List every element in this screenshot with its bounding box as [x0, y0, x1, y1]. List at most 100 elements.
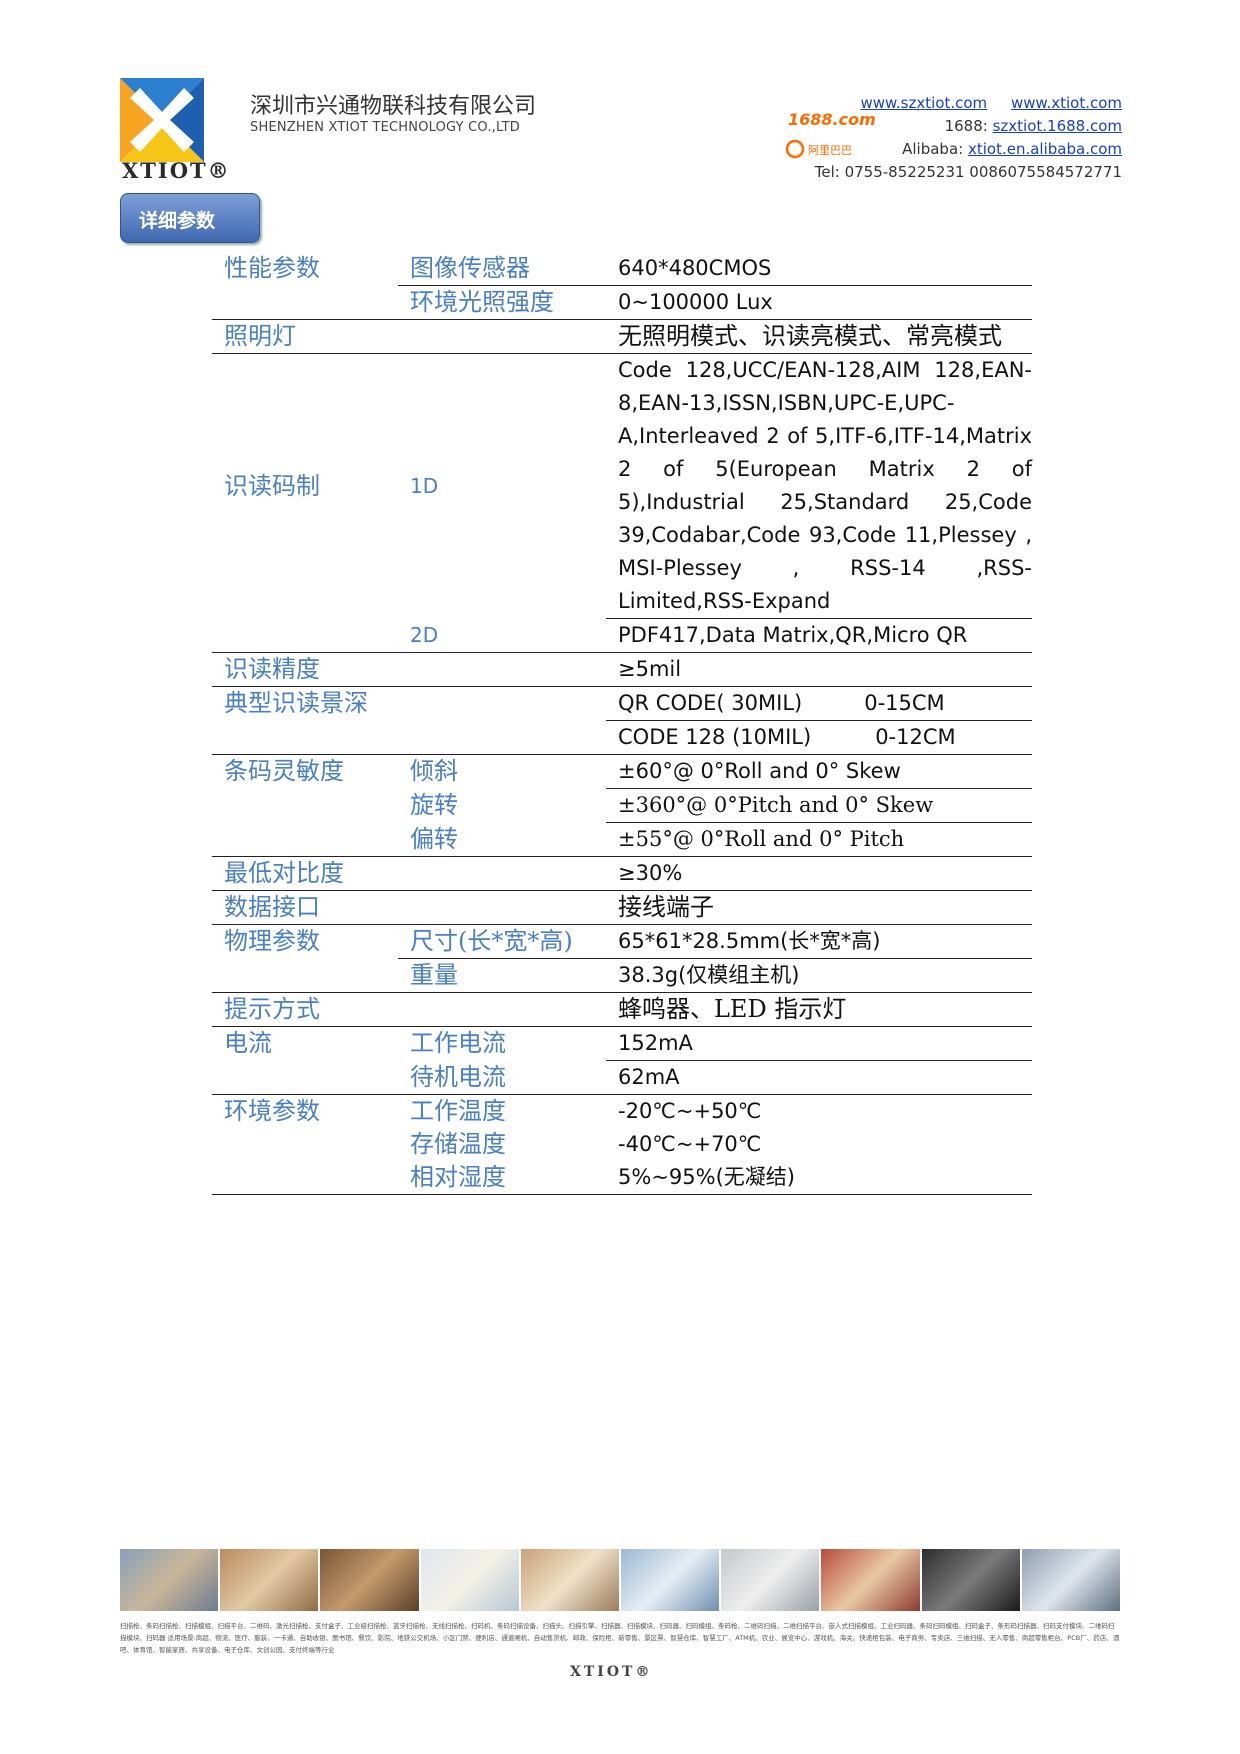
website-link-1[interactable]: www.szxtiot.com: [860, 94, 988, 112]
spec-category: [212, 721, 398, 754]
spec-category: 典型识读景深: [224, 689, 368, 717]
table-row: 性能参数 图像传感器 640*480CMOS: [212, 252, 1032, 286]
footer-captions: 扫描枪、条码扫描枪、扫描模组、扫描平台、二维码、激光扫描枪、支付盒子、工业级扫描…: [120, 1622, 1120, 1654]
spec-item: 工作电流: [410, 1029, 506, 1057]
link-alibaba[interactable]: xtiot.en.alibaba.com: [967, 140, 1122, 158]
photo-vending: [921, 1549, 1020, 1611]
label-1688: 1688:: [944, 117, 988, 135]
spec-item: 重量: [410, 961, 458, 989]
table-row: 偏转 ±55°@ 0°Roll and 0° Pitch: [212, 823, 1032, 857]
spec-category: [212, 619, 398, 652]
table-row: 条码灵敏度 倾斜 ±60°@ 0°Roll and 0° Skew: [212, 755, 1032, 789]
footer-logo: XTIOT®: [570, 1664, 653, 1680]
label-alibaba: Alibaba:: [902, 140, 964, 158]
spec-value: 152mA: [606, 1027, 1032, 1061]
spec-value: -40℃~+70℃: [618, 1132, 762, 1156]
table-row: 识读精度 ≥5mil: [212, 653, 1032, 687]
table-row: 典型识读景深 QR CODE( 30MIL)0-15CM: [212, 687, 1032, 721]
spec-item: 旋转: [410, 791, 458, 819]
spec-category: 环境参数: [224, 1097, 320, 1125]
link-1688[interactable]: szxtiot.1688.com: [992, 117, 1122, 135]
spec-category: 提示方式: [224, 995, 320, 1023]
spec-category: 物理参数: [224, 927, 320, 955]
spec-item: 2D: [410, 623, 439, 647]
spec-category: 识读码制: [224, 472, 320, 500]
spec-item: 存储温度: [410, 1130, 506, 1158]
spec-item: 环境光照强度: [410, 288, 554, 316]
table-row: 相对湿度 5%~95%(无凝结): [212, 1161, 1032, 1195]
logo-1688-icon: 1688.com: [786, 108, 876, 134]
spec-item: 偏转: [410, 825, 458, 853]
photo-retail: [120, 1549, 219, 1611]
spec-item: [398, 320, 606, 353]
spec-value: 38.3g(仅模组主机): [618, 963, 800, 987]
spec-item: [398, 653, 606, 686]
logo-1688-text: 1688.com: [788, 110, 876, 129]
website-link-2[interactable]: www.xtiot.com: [1011, 94, 1122, 112]
table-row: 旋转 ±360°@ 0°Pitch and 0° Skew: [212, 789, 1032, 823]
spec-item: [398, 857, 606, 890]
logo-alibaba-text: 阿里巴巴: [808, 144, 852, 157]
photo-office: [520, 1549, 620, 1611]
spec-category: 性能参数: [224, 254, 320, 282]
photo-gate: [721, 1549, 820, 1611]
company-name-en: SHENZHEN XTIOT TECHNOLOGY CO.,LTD: [250, 120, 521, 135]
spec-value: 蜂鸣器、LED 指示灯: [618, 995, 847, 1023]
table-row: 待机电流 62mA: [212, 1061, 1032, 1095]
photo-library: [220, 1549, 319, 1611]
spec-value: ±360°@ 0°Pitch and 0° Skew: [606, 789, 1032, 823]
table-row: 电流 工作电流 152mA: [212, 1027, 1032, 1061]
spec-value: 5%~95%(无凝结): [618, 1165, 795, 1189]
spec-item: 相对湿度: [410, 1163, 506, 1191]
table-row: 提示方式 蜂鸣器、LED 指示灯: [212, 993, 1032, 1027]
spec-category: [212, 823, 398, 856]
spec-value: Code 128,UCC/EAN-128,AIM 128,EAN-8,EAN-1…: [606, 354, 1032, 619]
table-row: CODE 128 (10MIL)0-12CM: [212, 721, 1032, 755]
depth-range: 0-12CM: [875, 725, 956, 749]
spec-category: 最低对比度: [224, 859, 344, 887]
spec-value: ≥5mil: [618, 657, 682, 681]
telephone: Tel: 0755-85225231 0086075584572771: [814, 163, 1122, 181]
spec-value: 62mA: [618, 1065, 680, 1089]
spec-item: [398, 721, 606, 754]
spec-category: [212, 1161, 398, 1194]
spec-category: [212, 1128, 398, 1161]
depth-range: 0-15CM: [864, 691, 945, 715]
spec-value: 0~100000 Lux: [618, 290, 773, 314]
spec-value: ±60°@ 0°Roll and 0° Skew: [606, 755, 1032, 789]
spec-item: 尺寸(长*宽*高): [398, 925, 606, 959]
photo-restaurant: [320, 1549, 419, 1611]
table-row: 环境参数 工作温度 -20℃~+50℃: [212, 1095, 1032, 1128]
spec-item: [398, 891, 606, 924]
spec-item: 1D: [410, 474, 439, 498]
photo-callcenter: [1021, 1549, 1121, 1611]
table-row: 照明灯 无照明模式、识读亮模式、常亮模式: [212, 320, 1032, 354]
spec-category: 电流: [224, 1029, 272, 1057]
photo-store: [821, 1549, 920, 1611]
table-row: 物理参数 尺寸(长*宽*高) 65*61*28.5mm(长*宽*高): [212, 925, 1032, 959]
logo-wordmark: XTIOT®: [122, 158, 231, 183]
spec-value: CODE 128 (10MIL)0-12CM: [606, 721, 1032, 754]
spec-category: 数据接口: [224, 893, 320, 921]
spec-value: 无照明模式、识读亮模式、常亮模式: [618, 322, 1002, 350]
section-title: 详细参数: [139, 210, 216, 232]
spec-category: [212, 1061, 398, 1094]
table-row: 环境光照强度 0~100000 Lux: [212, 286, 1032, 320]
spec-value: 接线端子: [618, 893, 714, 921]
spec-item: 工作温度: [410, 1097, 506, 1125]
spec-item: 待机电流: [410, 1063, 506, 1091]
spec-value: ≥30%: [618, 861, 683, 885]
spec-item: [398, 687, 606, 721]
spec-value: ±55°@ 0°Roll and 0° Pitch: [618, 827, 905, 851]
company-name-cn: 深圳市兴通物联科技有限公司: [250, 94, 537, 119]
link-1688-row: 1688: szxtiot.1688.com: [945, 117, 1122, 135]
website-links: www.szxtiot.com www.xtiot.com: [860, 94, 1122, 112]
spec-item: 图像传感器: [398, 252, 606, 286]
spec-category: 识读精度: [224, 655, 320, 683]
spec-table: 性能参数 图像传感器 640*480CMOS 环境光照强度 0~100000 L…: [212, 252, 1032, 1195]
spec-value: 65*61*28.5mm(长*宽*高): [606, 925, 1032, 959]
photo-pharmacy: [420, 1549, 519, 1611]
spec-category: 条码灵敏度: [224, 757, 344, 785]
spec-value: 640*480CMOS: [606, 252, 1032, 286]
footer-photo-strip: [120, 1549, 1121, 1611]
